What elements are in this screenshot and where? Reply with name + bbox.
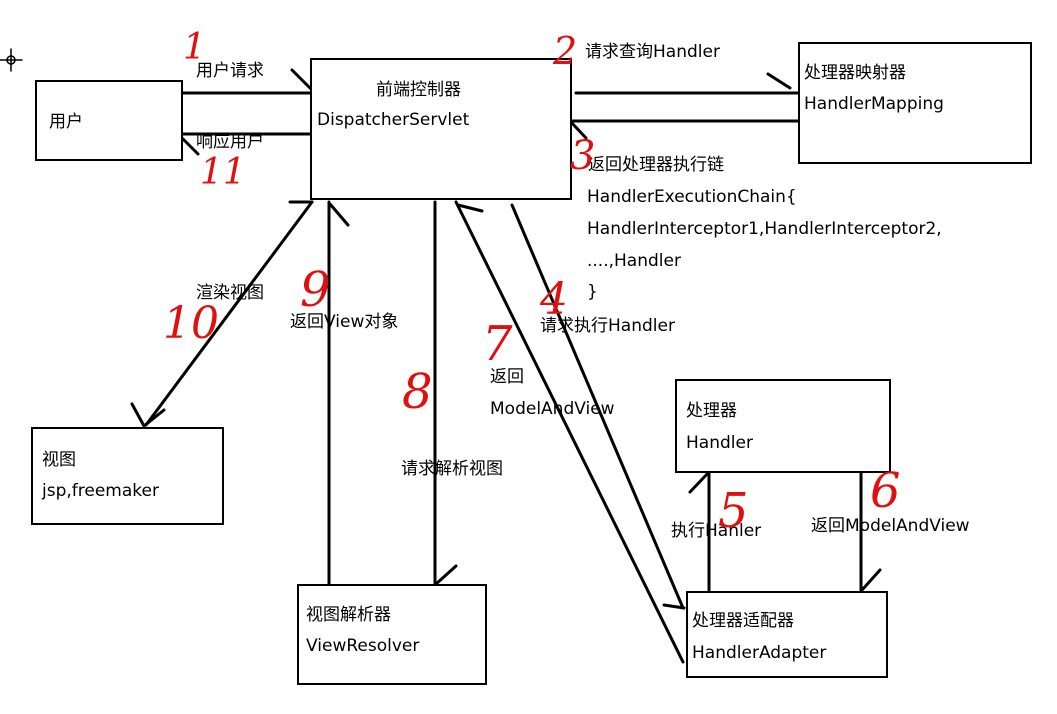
view-box: 视图 jsp,freemaker bbox=[31, 427, 224, 525]
arrow-return-modelandview bbox=[454, 200, 685, 664]
arrow-return-chain-head bbox=[568, 119, 588, 140]
label-return-chain: 返回处理器执行链 bbox=[588, 155, 724, 175]
label-query-handler: 请求查询Handler bbox=[585, 42, 720, 62]
label-execute-handler: 请求执行Handler bbox=[540, 316, 675, 336]
view-resolver-box: 视图解析器 ViewResolver bbox=[297, 584, 487, 685]
dispatcher-label-en: DispatcherServlet bbox=[317, 110, 470, 130]
view-label-en: jsp,freemaker bbox=[42, 481, 159, 501]
handler-adapter-box: 处理器适配器 HandlerAdapter bbox=[686, 591, 888, 678]
arrow-resolve-view-head bbox=[434, 564, 458, 586]
label-chain-line2: HandlerInterceptor1,HandlerInterceptor2, bbox=[587, 219, 942, 239]
handler-label-en: Handler bbox=[686, 433, 753, 453]
view-resolver-label-cn: 视图解析器 bbox=[306, 605, 391, 625]
dispatcher-servlet-box: 前端控制器 DispatcherServlet bbox=[310, 58, 572, 200]
step-number-8: 8 bbox=[402, 364, 433, 420]
step-number-11: 11 bbox=[200, 152, 246, 193]
user-box: 用户 bbox=[35, 80, 183, 161]
label-chain-line1: HandlerExecutionChain{ bbox=[587, 187, 797, 207]
arrow-execute-handler-head bbox=[662, 603, 686, 610]
step-number-3: 3 bbox=[570, 133, 596, 179]
dispatcher-label-cn: 前端控制器 bbox=[376, 80, 461, 100]
view-resolver-label-en: ViewResolver bbox=[306, 636, 420, 656]
arrow-invoke-handler-head bbox=[688, 470, 711, 494]
label-user-request: 用户请求 bbox=[196, 61, 264, 81]
step-number-5: 5 bbox=[718, 483, 749, 539]
step-number-6: 6 bbox=[870, 463, 901, 519]
step-number-7: 7 bbox=[482, 316, 513, 372]
label-resolve-view: 请求解析视图 bbox=[401, 459, 503, 479]
user-label: 用户 bbox=[49, 112, 83, 132]
step-number-1: 1 bbox=[183, 27, 206, 68]
step-number-9: 9 bbox=[300, 262, 331, 318]
arrow-query-handler-head bbox=[766, 72, 792, 90]
handler-mapping-label-en: HandlerMapping bbox=[804, 94, 944, 114]
arrow-return-view-head bbox=[328, 202, 350, 227]
step-number-10: 10 bbox=[163, 298, 219, 349]
label-invoke-handler: 执行Hanler bbox=[671, 521, 762, 541]
label-return-mav-1: 返回 bbox=[490, 367, 524, 387]
label-handler-return: 返回ModelAndView bbox=[811, 516, 970, 536]
label-chain-line4: } bbox=[587, 282, 598, 302]
label-render-view: 渲染视图 bbox=[196, 283, 264, 303]
label-return-view: 返回View对象 bbox=[290, 312, 399, 332]
handler-adapter-label-cn: 处理器适配器 bbox=[692, 611, 794, 631]
handler-box: 处理器 Handler bbox=[675, 379, 891, 473]
label-response-user: 响应用户 bbox=[196, 132, 264, 152]
view-label-cn: 视图 bbox=[42, 450, 76, 470]
arrow-render-view bbox=[144, 200, 314, 427]
handler-label-cn: 处理器 bbox=[686, 401, 737, 421]
arrow-render-view-head bbox=[130, 402, 166, 429]
arrow-handler-return-head bbox=[860, 568, 882, 592]
crosshair-icon bbox=[0, 48, 23, 72]
label-chain-line3: ....,Handler bbox=[587, 251, 681, 271]
handler-mapping-box: 处理器映射器 HandlerMapping bbox=[798, 42, 1032, 164]
label-return-mav-2: ModelAndView bbox=[490, 399, 615, 419]
arrow-user-request-head bbox=[290, 68, 314, 92]
step-number-4: 4 bbox=[540, 274, 568, 325]
handler-adapter-label-en: HandlerAdapter bbox=[692, 643, 827, 663]
handler-mapping-label-cn: 处理器映射器 bbox=[804, 63, 906, 83]
arrow-execute-handler bbox=[510, 203, 685, 610]
arrow-return-modelandview-head bbox=[456, 203, 484, 213]
step-number-2: 2 bbox=[553, 29, 578, 73]
